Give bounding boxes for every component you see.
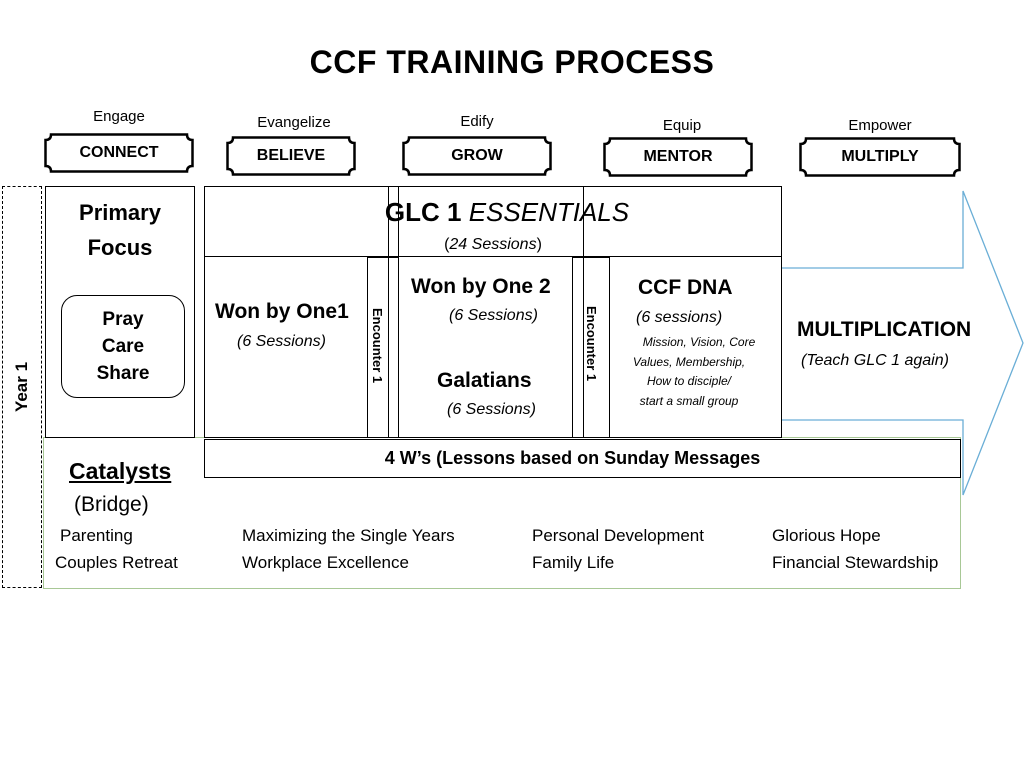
stage-box-grow: GROW — [402, 136, 552, 176]
stage-label-edify: Edify — [460, 113, 494, 130]
catalyst-item-family-life: Family Life — [532, 553, 615, 572]
stage-box-multiply: MULTIPLY — [799, 137, 961, 177]
year-label: Year 1 — [12, 361, 32, 413]
encounter-1-column-left — [367, 257, 399, 438]
glc-table — [204, 186, 782, 438]
notched-frame — [44, 133, 194, 173]
glc-header-line-a — [388, 186, 389, 256]
catalyst-item-single-years: Maximizing the Single Years — [242, 526, 455, 545]
year-label-wrap: Year 1 — [12, 352, 32, 422]
encounter-1-label-left: Encounter 1 — [370, 308, 385, 384]
glc-title-bold: GLC 1 — [384, 197, 462, 227]
glc-sessions-open: ( — [444, 236, 450, 253]
stage-label-engage: Engage — [93, 108, 145, 125]
glc-title: GLC 1 ESSENTIALS — [204, 197, 810, 228]
four-ws-label: 4 W’s (Lessons based on Sunday Messages — [384, 448, 761, 468]
catalyst-item-parenting: Parenting — [60, 526, 133, 545]
catalysts-subtitle: (Bridge) — [74, 493, 149, 516]
primary-focus-line2: Focus — [87, 235, 153, 260]
page-title: CCF TRAINING PROCESS — [309, 44, 715, 80]
catalyst-item-workplace-excellence: Workplace Excellence — [242, 553, 409, 572]
stage-box-connect: CONNECT — [44, 133, 194, 173]
catalyst-item-personal-development: Personal Development — [532, 526, 704, 545]
stage-multiply-label: MULTIPLY — [841, 148, 919, 165]
glc-sessions-close: ) — [536, 236, 542, 253]
stage-label-equip: Equip — [662, 117, 702, 134]
ccf-dna-detail-1: Mission, Vision, Core — [642, 335, 756, 349]
multiplication-arrow — [781, 190, 1024, 496]
encounter-1-label-right: Encounter 1 — [584, 306, 599, 382]
catalyst-item-financial-stewardship: Financial Stewardship — [772, 553, 939, 572]
four-ws-bar: 4 W’s (Lessons based on Sunday Messages — [204, 439, 961, 478]
notched-frame — [799, 137, 961, 177]
won-by-one1-sessions: (6 Sessions) — [237, 333, 326, 350]
pray-care-share-box: Pray Care Share — [61, 295, 185, 398]
ccf-dna-detail-3: How to disciple/ — [646, 374, 732, 388]
won-by-one1-title: Won by One1 — [215, 300, 349, 323]
ccf-dna-sessions: (6 sessions) — [636, 309, 723, 326]
stage-mentor-label: MENTOR — [643, 148, 713, 165]
year-column — [2, 186, 42, 588]
encounter-1-column-right — [572, 257, 610, 438]
glc-header-line-c — [583, 186, 584, 256]
notched-frame — [226, 136, 356, 176]
primary-focus-line1: Primary — [79, 200, 161, 225]
galatians-title: Galatians — [437, 369, 532, 392]
catalyst-item-couples-retreat: Couples Retreat — [55, 553, 178, 572]
stage-label-evangelize: Evangelize — [257, 114, 331, 131]
encounter-1-right-inner-line — [583, 257, 584, 438]
ccf-dna-detail-2: Values, Membership, — [632, 354, 746, 369]
primary-focus-title: Primary Focus — [45, 195, 195, 265]
encounter-1-left-inner-line — [388, 257, 389, 438]
ccf-dna-detail-4: start a small group — [639, 393, 739, 408]
notched-frame — [402, 136, 552, 176]
notched-frame — [603, 137, 753, 177]
won-by-one2-sessions: (6 Sessions) — [449, 307, 538, 324]
glc-header-divider — [204, 256, 782, 257]
glc-header-line-b — [398, 186, 399, 256]
glc-sessions: (24 Sessions) — [204, 236, 782, 254]
stage-grow-label: GROW — [451, 147, 503, 164]
focus-item-pray: Pray — [102, 309, 144, 330]
multiplication-subtitle: (Teach GLC 1 again) — [801, 352, 949, 369]
ccf-dna-details: Mission, Vision, Core Values, Membership… — [606, 333, 772, 411]
glc-title-italic: ESSENTIALS — [468, 197, 630, 227]
catalysts-title: Catalysts — [69, 458, 172, 484]
stage-box-believe: BELIEVE — [226, 136, 356, 176]
focus-item-share: Share — [96, 363, 150, 384]
galatians-sessions: (6 Sessions) — [447, 401, 536, 418]
stage-connect-label: CONNECT — [79, 144, 159, 161]
stage-label-empower: Empower — [848, 117, 912, 134]
ccf-dna-title: CCF DNA — [638, 276, 733, 299]
primary-focus-column — [45, 186, 195, 438]
glc-sessions-text: 24 Sessions — [449, 236, 537, 253]
catalyst-item-glorious-hope: Glorious Hope — [772, 526, 881, 545]
stage-believe-label: BELIEVE — [256, 147, 326, 164]
stage-box-mentor: MENTOR — [603, 137, 753, 177]
focus-item-care: Care — [101, 336, 145, 357]
won-by-one2-title: Won by One 2 — [411, 275, 551, 298]
multiplication-title: MULTIPLICATION — [797, 318, 972, 341]
